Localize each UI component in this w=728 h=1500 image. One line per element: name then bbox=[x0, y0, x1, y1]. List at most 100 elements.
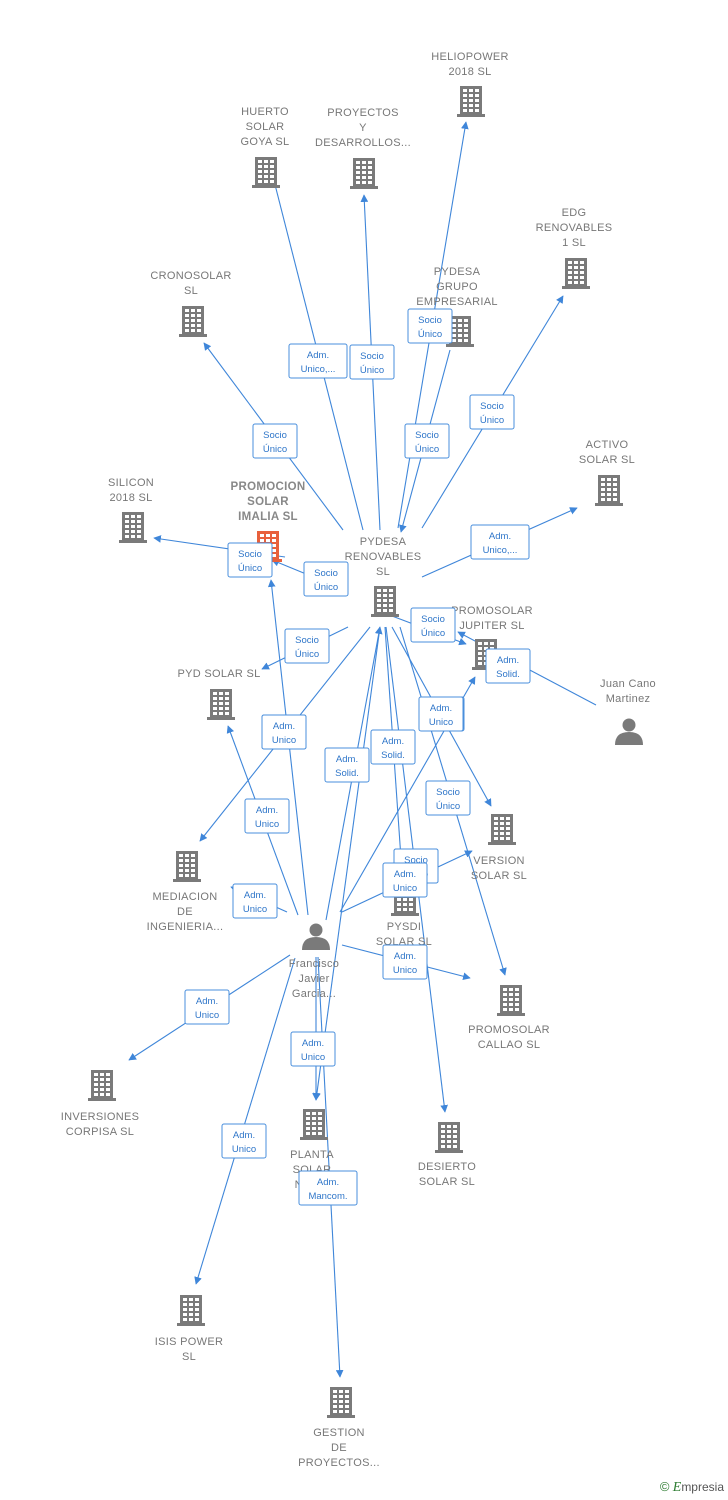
node-label: Francisco bbox=[289, 958, 339, 970]
relation-label-text: Socio bbox=[418, 315, 442, 326]
relation-label-text: Solid. bbox=[381, 750, 405, 761]
relation-label[interactable]: Adm.Unico bbox=[232, 883, 278, 919]
relation-label-text: Único bbox=[238, 563, 262, 574]
relation-label[interactable]: Adm.Unico bbox=[261, 714, 307, 750]
relation-label-box bbox=[244, 798, 290, 834]
relation-label-box bbox=[425, 780, 471, 816]
relation-label[interactable]: Adm.Unico bbox=[290, 1031, 336, 1067]
node-label: EMPRESARIAL bbox=[416, 296, 498, 308]
relation-label-box bbox=[404, 423, 450, 459]
relation-label[interactable]: Adm.Unico bbox=[221, 1123, 267, 1159]
relation-label-text: Unico bbox=[243, 904, 267, 915]
relation-label[interactable]: Adm.Mancom. bbox=[298, 1170, 358, 1206]
node-label: DESIERTO bbox=[418, 1161, 476, 1173]
node-pyd_solar[interactable]: PYD SOLAR SL bbox=[177, 668, 260, 720]
building-icon bbox=[252, 157, 280, 188]
relation-label-text: Único bbox=[360, 365, 384, 376]
relation-label[interactable]: Adm.Unico,... bbox=[288, 343, 348, 379]
brand-name: mpresia bbox=[681, 1480, 724, 1494]
relation-label[interactable]: Adm.Solid. bbox=[324, 747, 370, 783]
edge-arrow bbox=[313, 626, 381, 1101]
node-label: HUERTO bbox=[241, 106, 289, 118]
relation-label[interactable]: Adm.Solid. bbox=[370, 729, 416, 765]
relation-label[interactable]: Adm.Unico,... bbox=[470, 524, 530, 560]
relation-label[interactable]: Adm.Unico bbox=[244, 798, 290, 834]
relation-label[interactable]: Adm.Unico bbox=[382, 944, 428, 980]
building-icon bbox=[179, 306, 207, 337]
node-label: Garcia... bbox=[292, 988, 336, 1000]
relation-label-text: Adm. bbox=[307, 350, 329, 361]
relation-label-text: Adm. bbox=[497, 655, 519, 666]
relation-label-box bbox=[232, 883, 278, 919]
relation-label-text: Adm. bbox=[430, 703, 452, 714]
relation-label-text: Socio bbox=[314, 568, 338, 579]
edge-francisco-to-isis bbox=[194, 957, 296, 1285]
person-icon bbox=[302, 923, 330, 950]
relation-label-text: Único bbox=[418, 329, 442, 340]
relation-label-box bbox=[303, 561, 349, 597]
relation-label-text: Socio bbox=[295, 635, 319, 646]
relation-label-box bbox=[324, 747, 370, 783]
relation-label[interactable]: Adm.Unico bbox=[184, 989, 230, 1025]
relation-label-text: Único bbox=[436, 801, 460, 812]
node-label: 2018 SL bbox=[448, 66, 491, 78]
relation-label-text: Socio bbox=[238, 549, 262, 560]
relation-label-box bbox=[290, 1031, 336, 1067]
node-label: SL bbox=[376, 566, 390, 578]
node-label: MEDIACION bbox=[152, 891, 217, 903]
node-francisco[interactable]: FranciscoJavierGarcia... bbox=[289, 923, 339, 1001]
node-label: Martinez bbox=[606, 693, 651, 705]
node-label: SOLAR SL bbox=[419, 1176, 475, 1188]
node-label: 1 SL bbox=[562, 237, 586, 249]
node-label: 2018 SL bbox=[109, 492, 152, 504]
node-gestion[interactable]: GESTIONDEPROYECTOS... bbox=[298, 1387, 380, 1469]
node-label: GESTION bbox=[313, 1427, 365, 1439]
relation-label-box bbox=[370, 729, 416, 765]
relation-label-text: Único bbox=[314, 582, 338, 593]
relation-label[interactable]: Adm.Unico bbox=[418, 696, 464, 732]
node-proyectos[interactable]: PROYECTOSYDESARROLLOS... bbox=[315, 107, 411, 189]
node-label: PYSDI bbox=[387, 921, 422, 933]
relation-label-box bbox=[485, 648, 531, 684]
relation-label-box bbox=[418, 696, 464, 732]
node-mediacion[interactable]: MEDIACIONDEINGENIERIA... bbox=[147, 851, 224, 933]
relation-label[interactable]: Adm.Unico bbox=[382, 862, 428, 898]
edge-arrow bbox=[194, 957, 296, 1285]
relation-label-text: Socio bbox=[404, 855, 428, 866]
node-desierto[interactable]: DESIERTO SOLAR SL bbox=[418, 1122, 476, 1188]
relation-label-box bbox=[288, 343, 348, 379]
node-label: JUPITER SL bbox=[459, 620, 524, 632]
relation-label-box bbox=[284, 628, 330, 664]
relation-label-box bbox=[227, 542, 273, 578]
relation-label[interactable]: Adm.Solid. bbox=[485, 648, 531, 684]
node-label: PYD SOLAR SL bbox=[177, 668, 260, 680]
building-icon bbox=[327, 1387, 355, 1418]
node-label: GOYA SL bbox=[241, 136, 290, 148]
relation-label-text: Adm. bbox=[196, 996, 218, 1007]
relation-label-box bbox=[407, 308, 453, 344]
